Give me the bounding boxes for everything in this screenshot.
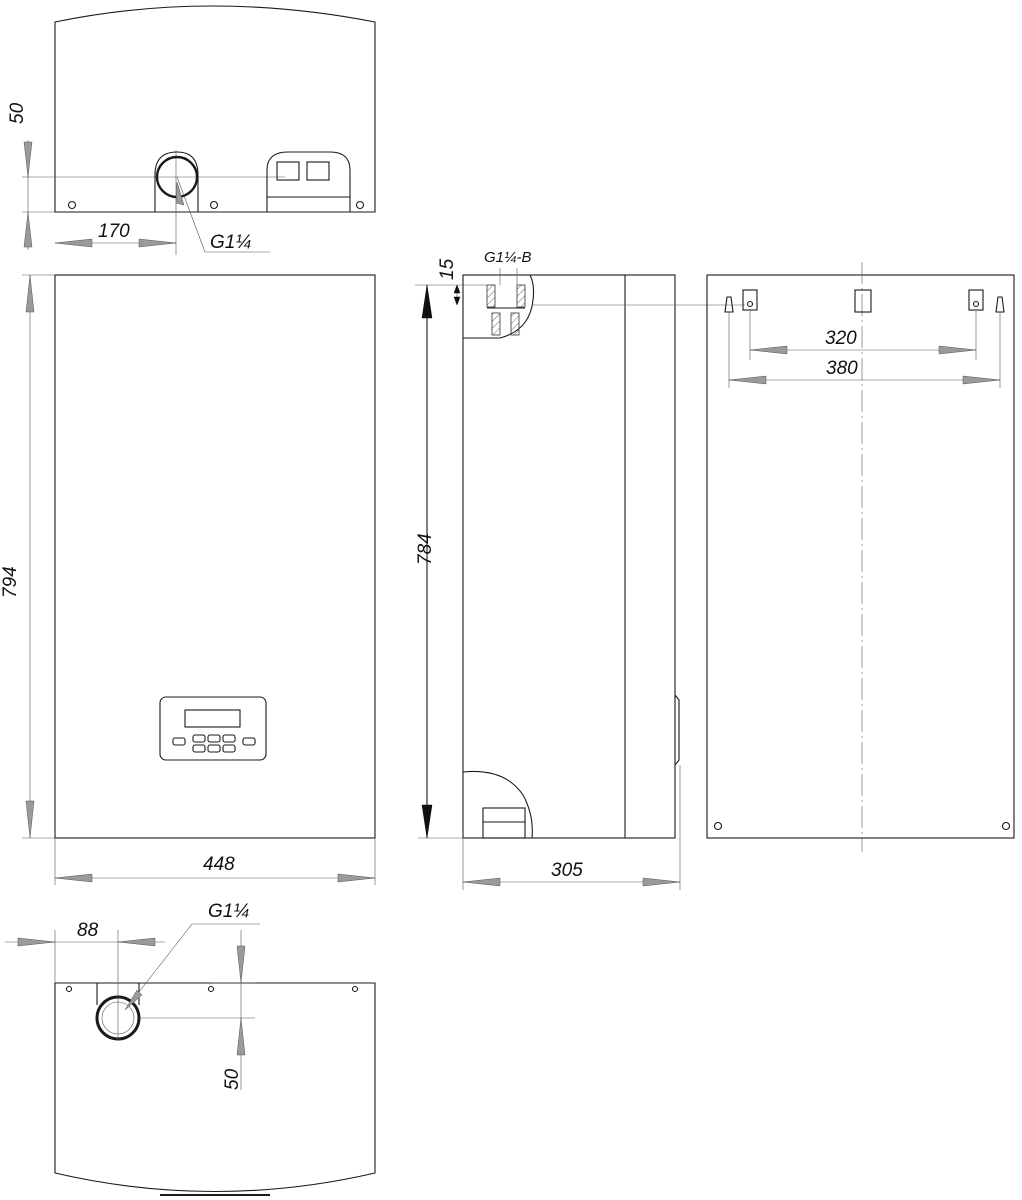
dim-mount-inner: 320 <box>749 328 977 355</box>
top-view <box>22 5 376 255</box>
dim-top-pipe-offset-label: 170 <box>98 221 130 242</box>
dim-mount-inner-label: 320 <box>825 328 857 349</box>
dim-side-depth-label: 305 <box>551 860 583 881</box>
bottom-thread-label: G1¼ <box>208 901 249 922</box>
dim-mount-outer: 380 <box>728 358 1001 385</box>
dim-side-height: 784 <box>415 284 463 839</box>
dim-side-top: 15 <box>415 258 487 306</box>
dim-side-top-label: 15 <box>437 258 458 280</box>
dim-front-height-label: 794 <box>0 566 21 598</box>
dim-front-width-label: 448 <box>203 854 235 875</box>
dim-top-height-label: 50 <box>7 102 28 124</box>
top-thread-label: G1¼ <box>210 232 251 253</box>
dim-mount-outer-label: 380 <box>826 358 858 379</box>
dim-top-pipe-offset: 170 <box>54 221 177 248</box>
mount-view <box>706 262 1015 852</box>
dim-bottom-pipe-offset-label: 88 <box>77 920 99 941</box>
dim-front-width: 448 <box>54 838 376 885</box>
dim-bottom-pipe-offset: 88 <box>5 920 165 983</box>
dim-bottom-height-label: 50 <box>222 1068 243 1090</box>
side-thread-label: G1¼-B <box>484 249 532 266</box>
dim-side-height-label: 784 <box>415 533 436 565</box>
dim-side-depth: 305 <box>462 765 681 890</box>
dim-top-height: 50 <box>7 102 33 250</box>
control-panel <box>159 696 267 761</box>
side-view <box>462 268 745 839</box>
bottom-view <box>54 923 376 1196</box>
front-view <box>54 274 376 839</box>
dim-bottom-height: 50 <box>222 930 246 1090</box>
dim-front-height: 794 <box>0 274 55 839</box>
